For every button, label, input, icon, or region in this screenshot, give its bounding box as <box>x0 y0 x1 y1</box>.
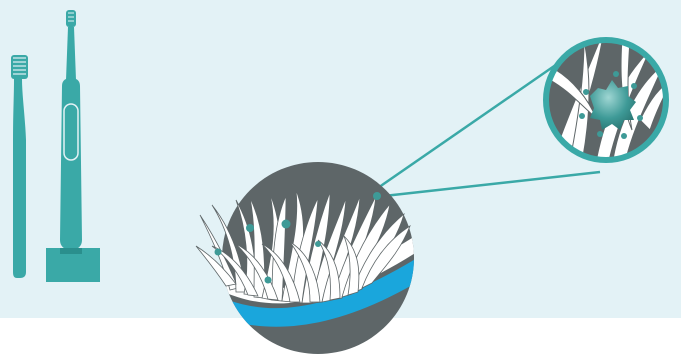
connector-line-bottom <box>384 172 600 196</box>
magnified-bacteria-circle <box>546 30 672 168</box>
electric-neck <box>66 27 76 80</box>
manual-handle <box>13 79 26 278</box>
electric-toothbrush <box>46 10 100 282</box>
connector-line-top <box>372 62 560 192</box>
manual-toothbrush <box>11 55 28 278</box>
electric-brush-head-icon <box>66 10 76 27</box>
bristle-closeup-circle <box>196 162 440 354</box>
manual-brush-head-icon <box>11 55 28 79</box>
